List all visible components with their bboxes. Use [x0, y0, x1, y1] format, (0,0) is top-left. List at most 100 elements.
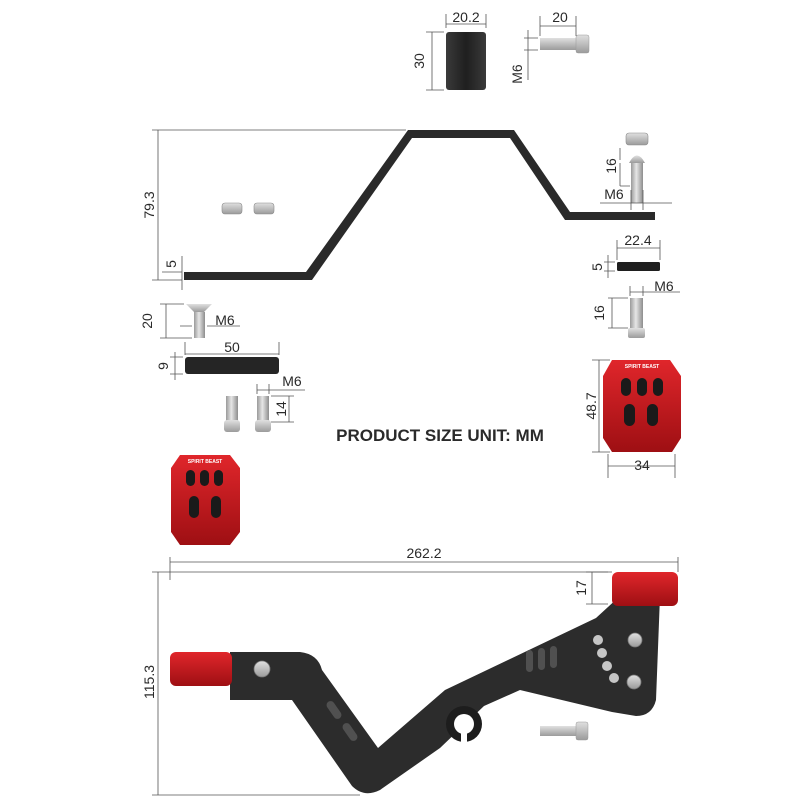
spacer-width-label: 20.2	[452, 9, 479, 25]
small-bolt-thread-dimline	[256, 384, 305, 394]
right-lower-bolt-length-dimline	[608, 297, 628, 329]
left-pad-body	[171, 455, 240, 545]
pivot-hole	[454, 714, 474, 734]
bar-thickness-label: 5	[163, 260, 179, 268]
small-bolt-head	[255, 420, 271, 432]
nut-icon	[253, 202, 275, 215]
small-bolt-length-label: 14	[273, 401, 289, 417]
product-size-unit-title: PRODUCT SIZE UNIT: MM	[336, 426, 544, 445]
spacer-height-label: 30	[411, 53, 427, 69]
z-bar-part: 79.3 5	[141, 129, 655, 290]
lever-slot-icon	[538, 648, 545, 670]
left-pad-part: SPIRIT BEAST	[171, 455, 240, 545]
right-bolt-head	[629, 155, 645, 163]
total-height-dimline	[152, 571, 612, 796]
bar-height-dimline	[152, 129, 406, 281]
clamp-slot	[461, 730, 467, 750]
adjust-hole-icon	[609, 673, 619, 683]
lever-right-red-pad	[612, 572, 678, 606]
assembled-lever-part: 262.2 115.3 17	[141, 545, 679, 796]
pad-slot-icon	[189, 496, 199, 518]
adjust-hole-icon	[593, 635, 603, 645]
z-bar-profile	[184, 130, 655, 280]
top-bolt-shank	[540, 38, 576, 50]
right-nut	[625, 132, 649, 146]
left-bolt-part: 20 M6	[139, 303, 240, 339]
nut-icon	[221, 202, 243, 215]
lever-slot-icon	[526, 650, 533, 672]
right-lower-bolt-thread-label: M6	[654, 278, 674, 294]
left-pad-brand: SPIRIT BEAST	[188, 459, 222, 465]
lever-body	[230, 596, 660, 794]
tip-height-label: 17	[573, 580, 589, 596]
block-height-dimline	[170, 352, 183, 380]
right-bolt-part: 16 M6	[600, 132, 672, 210]
right-block-width-dimline	[616, 240, 661, 260]
block-height-label: 9	[155, 362, 171, 370]
right-lower-bolt-thread-dimline	[629, 286, 680, 296]
pad-height-label: 48.7	[583, 392, 599, 419]
right-lower-bolt-shank	[630, 298, 643, 328]
top-bolt-length-label: 20	[552, 9, 568, 25]
loose-bolt-shank	[540, 726, 578, 736]
spacer-height-dimline	[426, 31, 444, 91]
lever-slot-icon	[326, 701, 342, 719]
top-bolt-part: 20 M6	[509, 9, 590, 84]
pad-height-dimline	[592, 359, 610, 453]
left-bolt-length-label: 20	[139, 313, 155, 329]
block-body	[185, 357, 279, 374]
adjust-hole-icon	[597, 648, 607, 658]
right-bolt-shank	[631, 163, 643, 203]
left-bolt-length-dimline	[160, 303, 192, 339]
lever-slot-icon	[342, 723, 358, 741]
right-block-body	[617, 262, 660, 271]
spacer-body	[446, 32, 486, 90]
small-bolt-length-dimline	[271, 395, 294, 423]
right-bolt-length-dimline	[619, 148, 630, 187]
pad-slot-icon	[186, 470, 195, 486]
lever-slot-icon	[550, 646, 557, 668]
right-block-width-label: 22.4	[624, 232, 651, 248]
small-bolts-part: M6 14	[224, 373, 305, 432]
small-bolt-shank	[226, 396, 238, 422]
right-lower-bolt-length-label: 16	[591, 305, 607, 321]
right-bolt-thread-label: M6	[604, 186, 624, 202]
pad-slot-icon	[647, 404, 658, 426]
left-bolt-shank	[194, 312, 205, 338]
right-block-part: 22.4 5	[589, 232, 661, 278]
top-bolt-head	[575, 34, 590, 54]
right-bolt-length-label: 16	[603, 158, 619, 174]
spacer-width-dimline	[445, 14, 487, 28]
pad-slot-icon	[214, 470, 223, 486]
pad-slot-icon	[200, 470, 209, 486]
top-bolt-thread-label: M6	[509, 64, 525, 84]
pad-width-dimline	[607, 454, 676, 478]
pad-slot-icon	[637, 378, 647, 396]
lever-bolt-icon	[626, 674, 642, 690]
right-lower-bolt-part: M6 16	[591, 278, 680, 338]
top-bolt-thread-dimline	[524, 30, 538, 80]
small-bolt-head	[224, 420, 240, 432]
right-pad-part: SPIRIT BEAST 48.7 34	[583, 359, 681, 478]
pad-slot-icon	[653, 378, 663, 396]
lever-bolt-icon	[627, 632, 643, 648]
right-lower-bolt-head	[628, 328, 645, 338]
pad-slot-icon	[624, 404, 635, 426]
loose-bolt-part	[540, 721, 589, 741]
total-height-label: 115.3	[141, 665, 157, 699]
right-bolt-thread-dimline	[600, 190, 672, 210]
bar-height-label: 79.3	[141, 191, 157, 218]
total-length-label: 262.2	[406, 545, 441, 561]
right-block-height-dimline	[604, 255, 615, 278]
small-bolt-shank	[257, 396, 269, 422]
tip-height-dimline	[586, 571, 608, 605]
pad-slot-icon	[211, 496, 221, 518]
lever-bolt-icon	[253, 660, 271, 678]
top-bolt-length-dimline	[539, 16, 577, 36]
pad-slot-icon	[621, 378, 631, 396]
spacer-part: 20.2 30	[411, 9, 487, 91]
lever-left-red-pad	[170, 652, 232, 686]
block-part: 50 9	[155, 339, 280, 380]
